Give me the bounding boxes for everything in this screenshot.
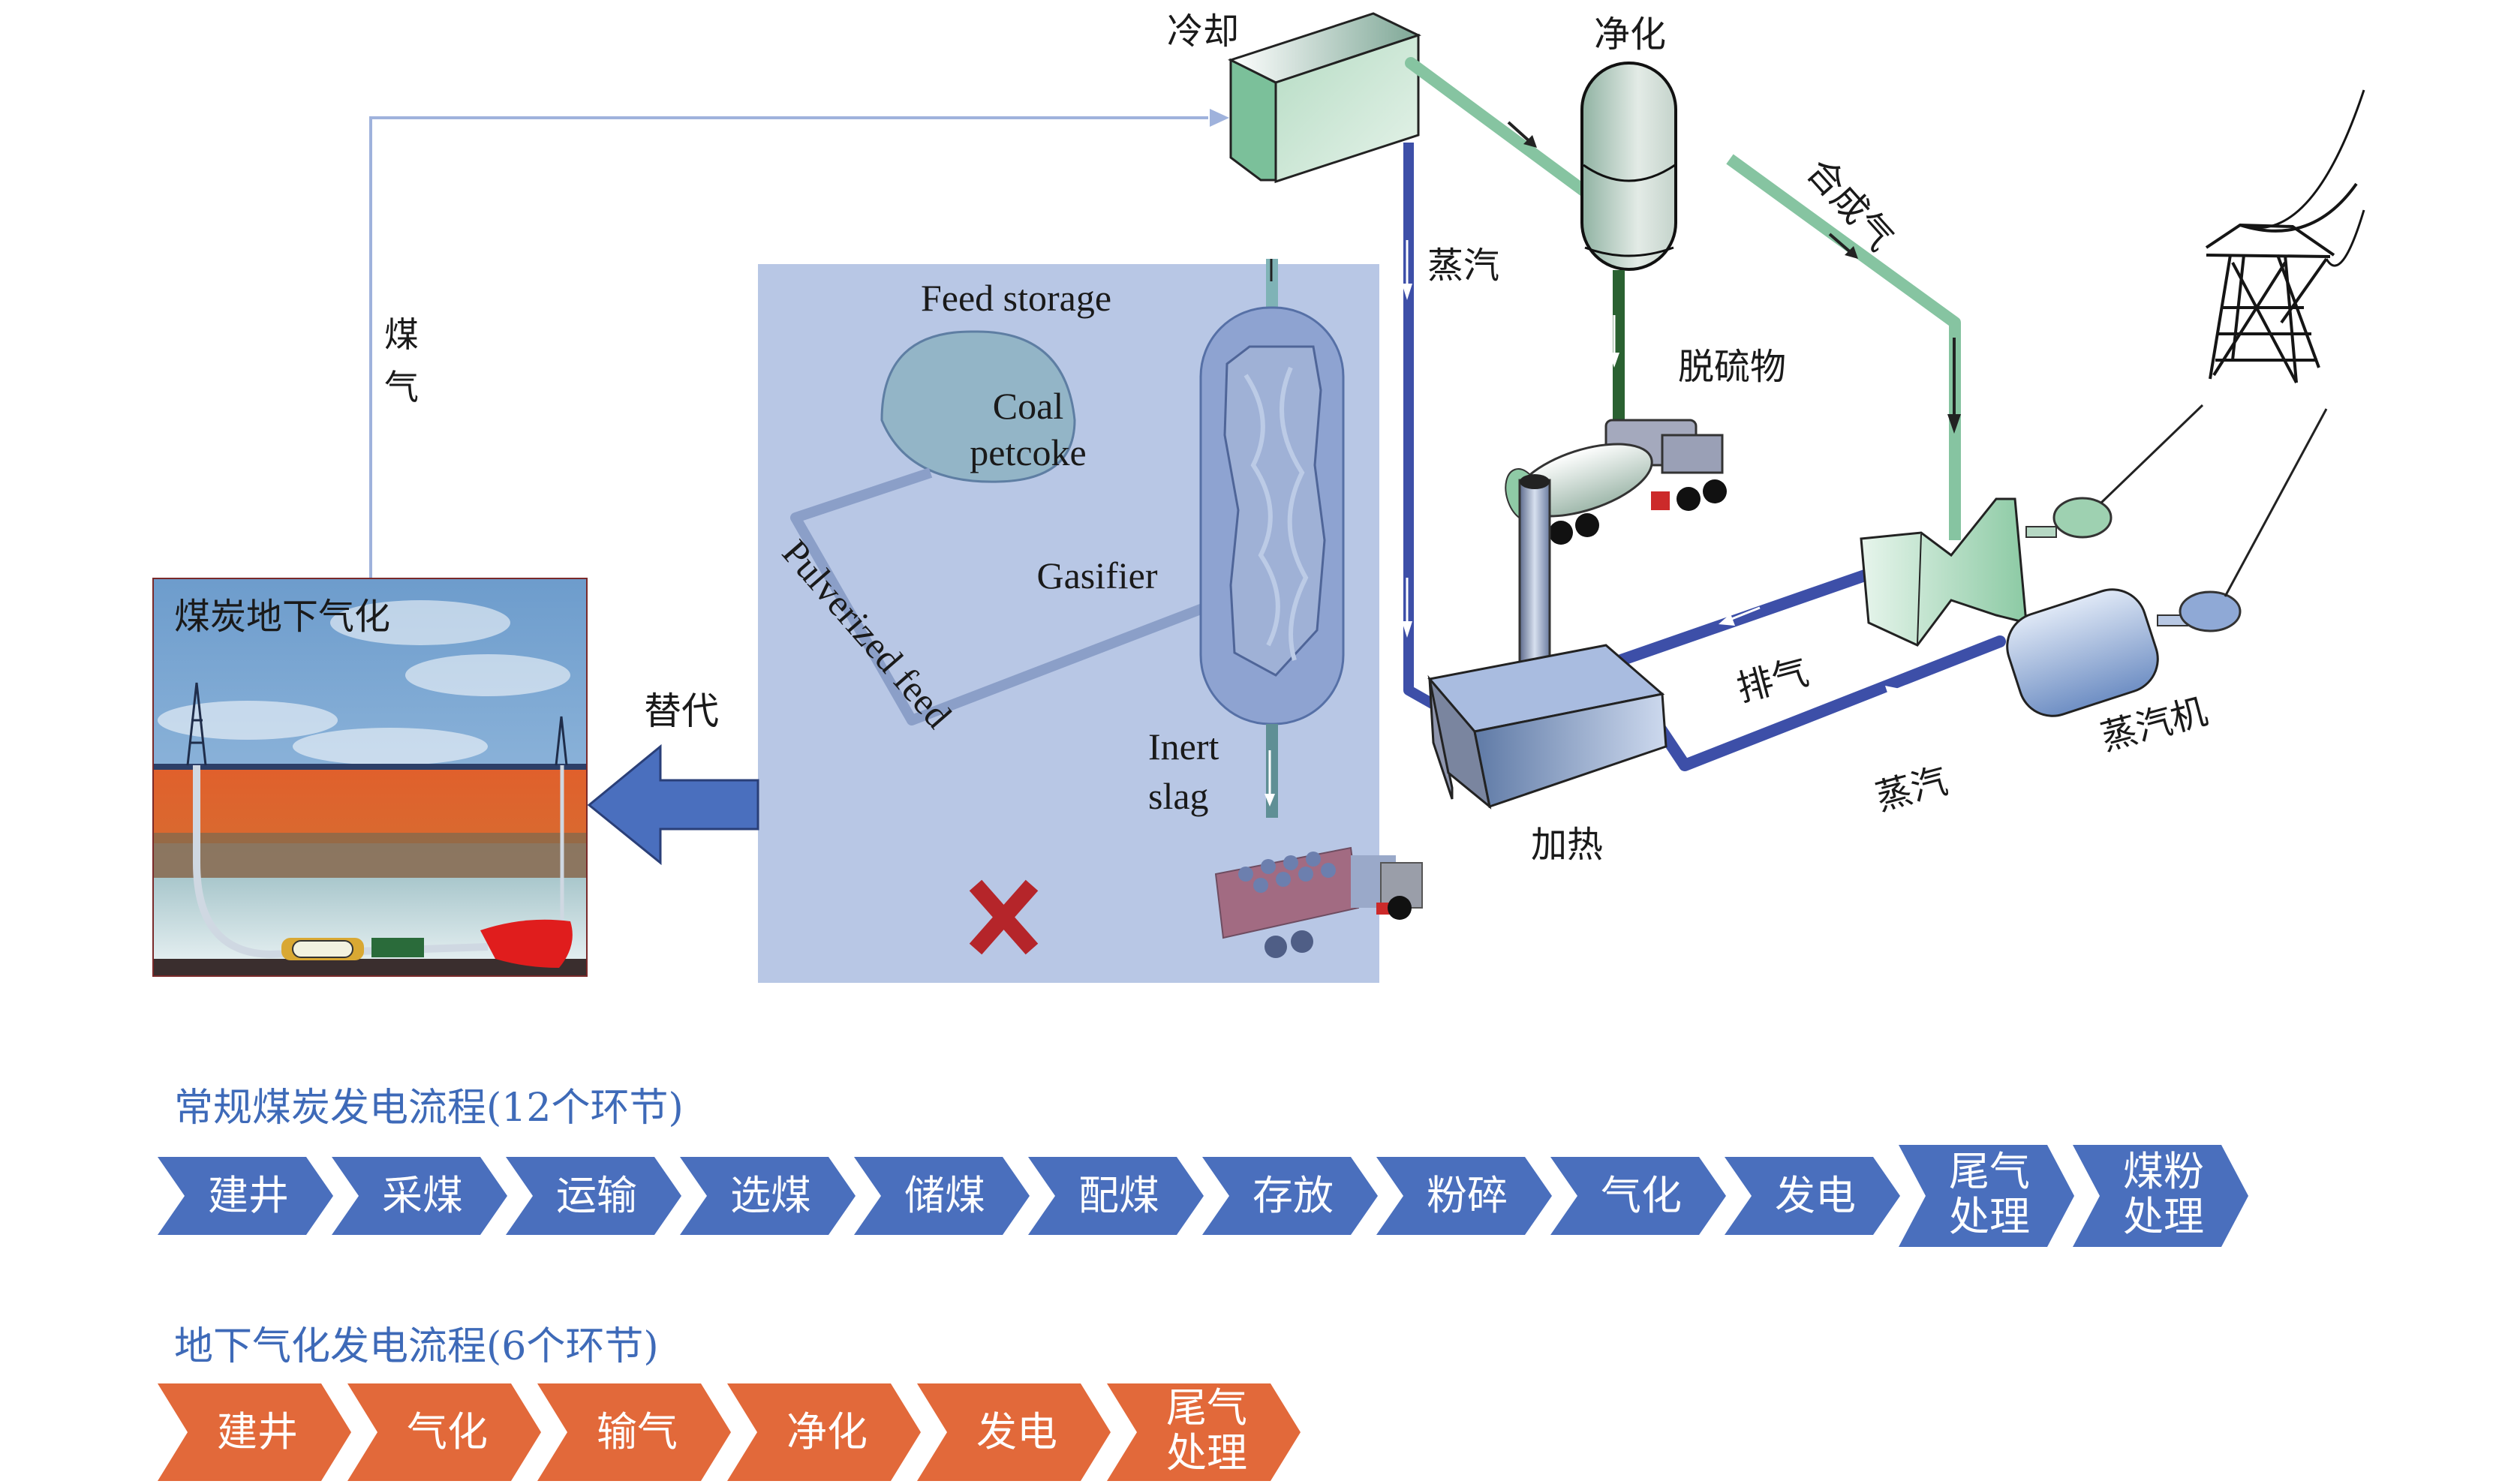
flow-step-chevron [680, 1157, 856, 1235]
cooling-unit-icon [1228, 12, 1421, 184]
steam-label-top: 蒸汽 [1427, 245, 1499, 287]
heater-icon [1427, 644, 1667, 810]
flow-arrow-icon [1523, 135, 1537, 148]
flow-step-chevron [917, 1383, 1111, 1481]
flow-step-label: 气化 [1601, 1172, 1682, 1219]
flow-step-chevron [1550, 1157, 1726, 1235]
flow-step-chevron [506, 1157, 681, 1235]
gas-turbine-icon [1860, 404, 2204, 647]
flow-step-label: 处理 [1949, 1193, 2030, 1240]
flow-step-label: 选煤 [730, 1172, 811, 1219]
flow-step-chevron [1899, 1145, 2074, 1247]
syngas-pipe [1405, 57, 1961, 540]
flow-step-chevron [332, 1157, 507, 1235]
flow-step-chevron [347, 1383, 541, 1481]
slag-label: slag [1148, 775, 1209, 817]
drilling-rig-icon [555, 716, 568, 766]
flow-step-chevron [2073, 1145, 2248, 1247]
flow-step-label: 输气 [597, 1408, 678, 1455]
flow-step-label: 尾气 [1166, 1384, 1247, 1431]
flow-step-label: 尾气 [1949, 1148, 2030, 1195]
ucg-flow-title: 地下气化发电流程(6个环节) [174, 1324, 659, 1369]
flow-step-chevron [727, 1383, 921, 1481]
flow-step-label: 处理 [1166, 1429, 1247, 1476]
flow-step-label: 采煤 [382, 1172, 463, 1219]
exhaust-pipe [1615, 564, 1886, 666]
flow-step-chevron [1202, 1157, 1378, 1235]
flow-step-chevron [1725, 1157, 1900, 1235]
flow-step-label: 建井 [208, 1172, 289, 1219]
feed-storage-dome-icon [880, 330, 1076, 483]
flow-step-chevron [1028, 1157, 1204, 1235]
replace-label: 替代 [644, 689, 719, 733]
conventional-flow-chevrons: 建井采煤运输选煤储煤配煤存放粉碎气化发电尾气处理煤粉处理 [158, 1145, 2248, 1247]
coal-gas-label-2: 气 [384, 367, 419, 407]
inert-label: Inert [1148, 725, 1219, 768]
steam-turbine-icon [2006, 408, 2328, 717]
desulfurization-label: 脱硫物 [1678, 346, 1786, 388]
flow-step-label: 建井 [217, 1408, 298, 1455]
coal-label: Coal [993, 385, 1063, 427]
flow-step-chevron [158, 1157, 333, 1235]
feed-storage-label: Feed storage [921, 277, 1111, 319]
conventional-flow-title: 常规煤炭发电流程(12个环节) [174, 1086, 684, 1131]
arrow-right-icon [1210, 109, 1229, 127]
dump-truck-icon [1214, 846, 1423, 958]
flow-step-label: 气化 [407, 1408, 488, 1455]
flow-step-chevron [537, 1383, 731, 1481]
flow-step-chevron [158, 1383, 351, 1481]
flow-step-chevron [854, 1157, 1030, 1235]
flow-step-label: 发电 [1775, 1172, 1856, 1219]
flow-arrow-icon [1947, 414, 1961, 434]
flow-step-label: 净化 [786, 1408, 868, 1455]
flow-step-label: 粉碎 [1427, 1172, 1508, 1219]
flow-step-label: 存放 [1252, 1172, 1334, 1219]
flow-step-chevron [1107, 1383, 1301, 1481]
flow-step-label: 运输 [556, 1172, 637, 1219]
burn-zone-icon [480, 919, 573, 968]
cooling-label: 冷却 [1167, 11, 1239, 53]
flow-arrow-icon [1845, 246, 1858, 259]
cross-mark-icon [969, 879, 1039, 955]
flow-step-label: 发电 [976, 1408, 1057, 1455]
ucg-label: 煤炭地下气化 [174, 596, 390, 638]
petcoke-label: petcoke [970, 431, 1086, 473]
flow-step-label: 配煤 [1078, 1172, 1159, 1219]
flow-step-label: 处理 [2123, 1193, 2204, 1240]
gasifier-label: Gasifier [1036, 554, 1157, 596]
ucg-illustration [152, 578, 588, 977]
drilling-rig-icon [186, 682, 207, 766]
purification-tank-icon [1580, 62, 1677, 271]
coal-gas-label-1: 煤 [384, 314, 419, 355]
steam-label-bottom: 蒸汽 [1872, 760, 1952, 819]
flow-step-label: 储煤 [904, 1172, 985, 1219]
coal-gas-line [369, 109, 1229, 578]
replace-arrow-icon [587, 744, 759, 866]
pulverized-feed-pipe [790, 467, 1207, 725]
flow-step-chevron [1376, 1157, 1552, 1235]
heating-label: 加热 [1531, 824, 1603, 866]
steam-pipe-cooling [1402, 143, 1451, 718]
power-tower-icon [2205, 89, 2365, 383]
steam-turbine-label: 蒸汽机 [2097, 690, 2212, 759]
flow-step-label: 煤粉 [2123, 1148, 2204, 1195]
steam-pipe-turbine [1649, 635, 2006, 771]
gasifier-vessel-icon [1199, 259, 1345, 818]
purification-label: 净化 [1594, 14, 1666, 56]
exhaust-label: 排气 [1733, 651, 1813, 710]
